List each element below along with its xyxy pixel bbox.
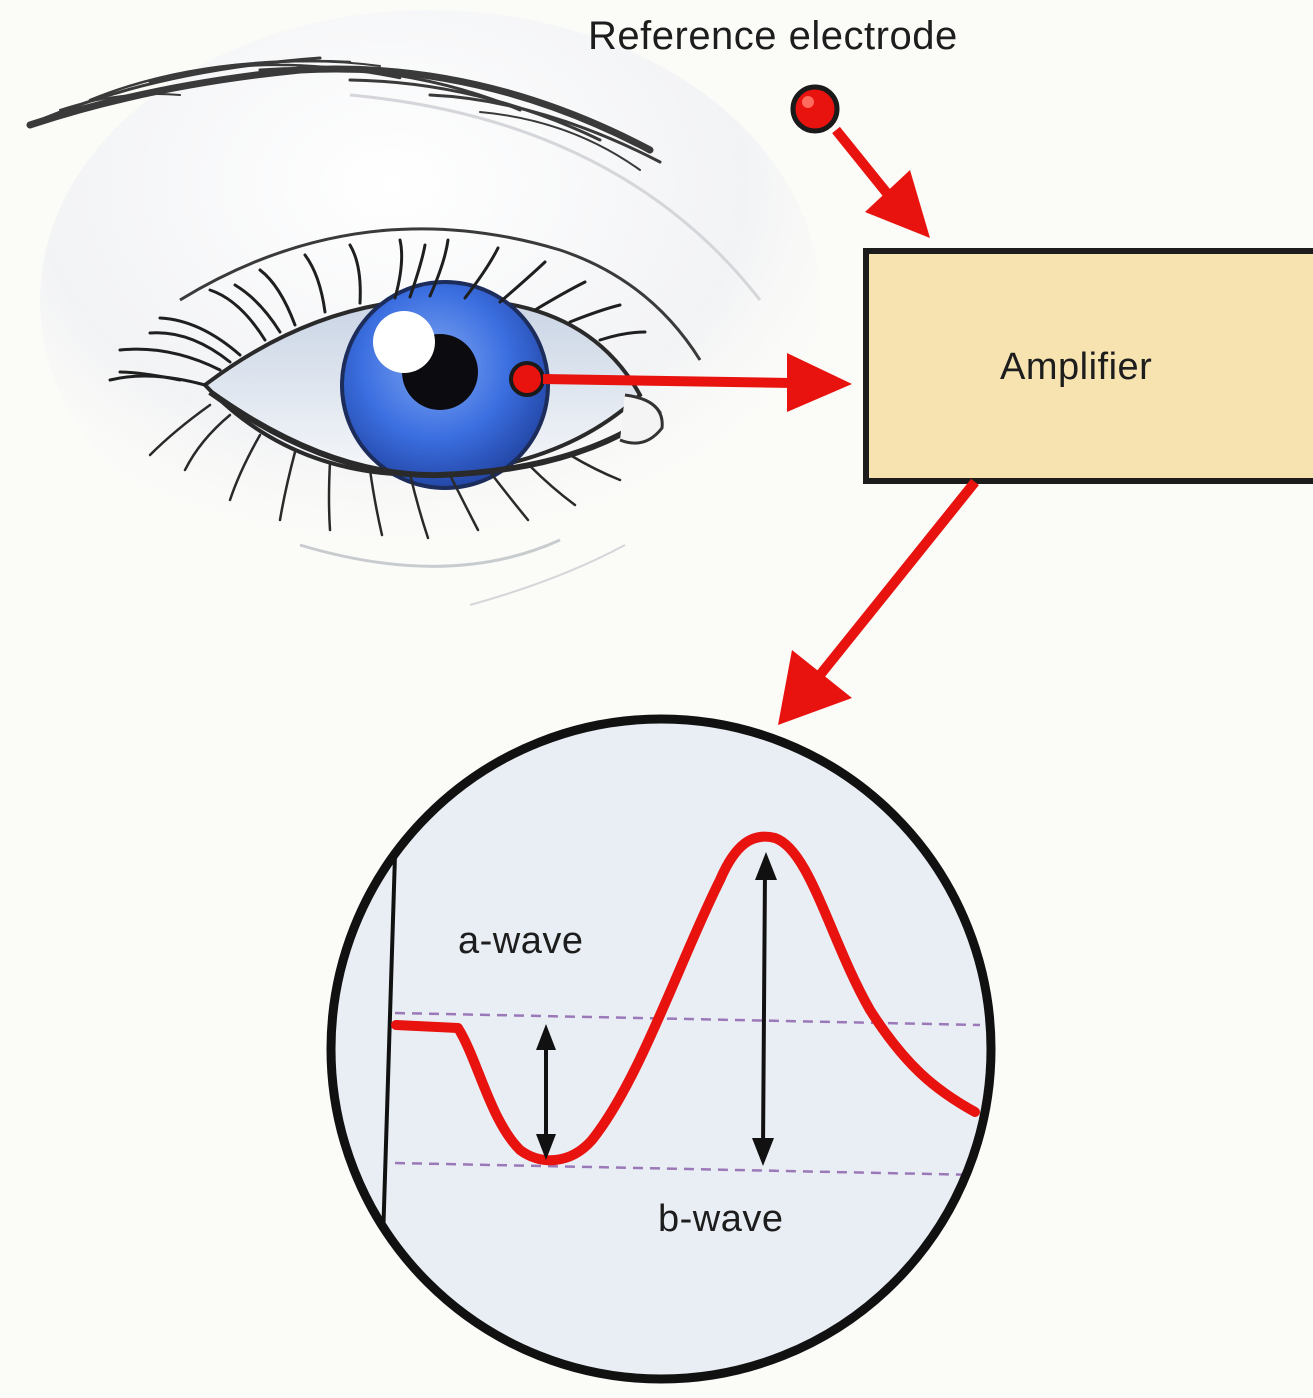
b-wave-label: b-wave (658, 1198, 784, 1241)
reference-electrode (793, 87, 837, 131)
eye-highlight (373, 311, 435, 373)
reference-electrode-label: Reference electrode (588, 14, 958, 59)
scope-display (331, 719, 991, 1379)
amplifier-label: Amplifier (1000, 346, 1152, 389)
a-wave-label: a-wave (458, 920, 584, 963)
corneal-electrode (511, 363, 543, 395)
amplifier-to-scope-arrow (778, 482, 975, 725)
reference-to-amplifier-arrow (836, 130, 930, 238)
